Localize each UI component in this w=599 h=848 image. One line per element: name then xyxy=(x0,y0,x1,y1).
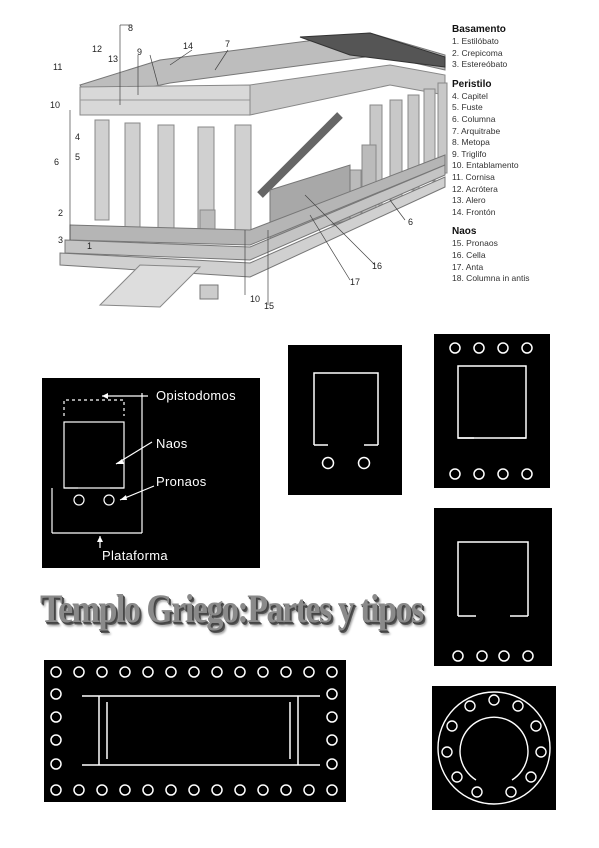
temple-callout: 11 xyxy=(53,62,62,72)
temple-callout: 2 xyxy=(58,208,63,218)
temple-callout: 15 xyxy=(264,301,274,311)
legend: Basamento 1. Estilóbato 2. Crepicoma 3. … xyxy=(452,24,592,293)
legend-section-peristilo: Peristilo 4. Capitel 5. Fuste 6. Columna… xyxy=(452,79,592,219)
legend-item: 15. Pronaos xyxy=(452,238,498,249)
labeled-plan-panel: Opistodomos Naos Pronaos Plataforma xyxy=(42,378,260,568)
legend-item: 8. Metopa xyxy=(452,137,490,148)
page-title: Templo Griego:Partes y tipos xyxy=(40,588,424,632)
label-naos: Naos xyxy=(156,436,188,451)
legend-item: 2. Crepicoma xyxy=(452,47,503,58)
legend-item: 18. Columna in antis xyxy=(452,273,530,284)
labeled-plan-drawing xyxy=(51,393,155,548)
legend-item: 17. Anta xyxy=(452,261,484,272)
temple-callout: 14 xyxy=(183,41,193,51)
label-pronaos: Pronaos xyxy=(156,474,207,489)
legend-item: 5. Fuste xyxy=(452,102,483,113)
plan-in-antis-drawing xyxy=(313,372,379,470)
legend-heading: Peristilo xyxy=(452,78,492,90)
legend-item: 3. Estereóbato xyxy=(452,59,508,70)
legend-heading: Basamento xyxy=(452,24,506,35)
label-plataforma: Plataforma xyxy=(102,548,168,563)
temple-callout: 13 xyxy=(108,54,118,64)
legend-item: 16. Cella xyxy=(452,249,486,260)
temple-callout: 6 xyxy=(54,157,59,167)
temple-callout: 10 xyxy=(250,294,260,304)
legend-item: 6. Columna xyxy=(452,113,496,124)
label-opistodomos: Opistodomos xyxy=(156,388,236,403)
legend-item: 13. Alero xyxy=(452,195,486,206)
legend-item: 11. Cornisa xyxy=(452,171,495,182)
legend-item: 4. Capitel xyxy=(452,90,488,101)
temple-callout: 9 xyxy=(137,47,142,57)
temple-illustration: 1 2 3 4 5 6 6 7 8 9 10 10 11 12 13 14 15… xyxy=(50,23,448,311)
legend-item: 12. Acrótera xyxy=(452,183,498,194)
legend-item: 10. Entablamento xyxy=(452,160,519,171)
plan-peripteral xyxy=(44,660,346,802)
temple-callout: 6 xyxy=(408,217,413,227)
plan-peripteral-drawing xyxy=(50,666,338,796)
legend-item: 14. Frontón xyxy=(452,206,496,217)
plan-prostyle xyxy=(434,508,552,666)
legend-item: 1. Estilóbato xyxy=(452,36,499,46)
temple-callout: 4 xyxy=(75,132,80,142)
temple-callout: 17 xyxy=(350,277,360,287)
temple-callout: 12 xyxy=(92,44,102,54)
legend-section-basamento: Basamento 1. Estilóbato 2. Crepicoma 3. … xyxy=(452,24,592,71)
legend-section-naos: Naos 15. Pronaos 16. Cella 17. Anta 18. … xyxy=(452,226,592,284)
temple-callout: 5 xyxy=(75,152,80,162)
temple-callout: 7 xyxy=(225,39,230,49)
temple-callout: 16 xyxy=(372,261,382,271)
plan-monopteral xyxy=(432,686,556,810)
temple-callout: 8 xyxy=(128,23,133,33)
plan-amphiprostyle-drawing xyxy=(449,342,533,480)
plan-monopteral-drawing xyxy=(437,691,551,805)
legend-heading: Naos xyxy=(452,226,477,238)
temple-callout: 10 xyxy=(50,100,60,110)
plan-prostyle-drawing xyxy=(452,541,534,662)
legend-item: 9. Triglifo xyxy=(452,148,487,159)
plan-in-antis xyxy=(288,345,402,495)
legend-item: 7. Arquitrabe xyxy=(452,125,501,136)
temple-callout: 3 xyxy=(58,235,63,245)
plan-amphiprostyle xyxy=(434,334,550,488)
temple-callout: 1 xyxy=(87,241,92,251)
